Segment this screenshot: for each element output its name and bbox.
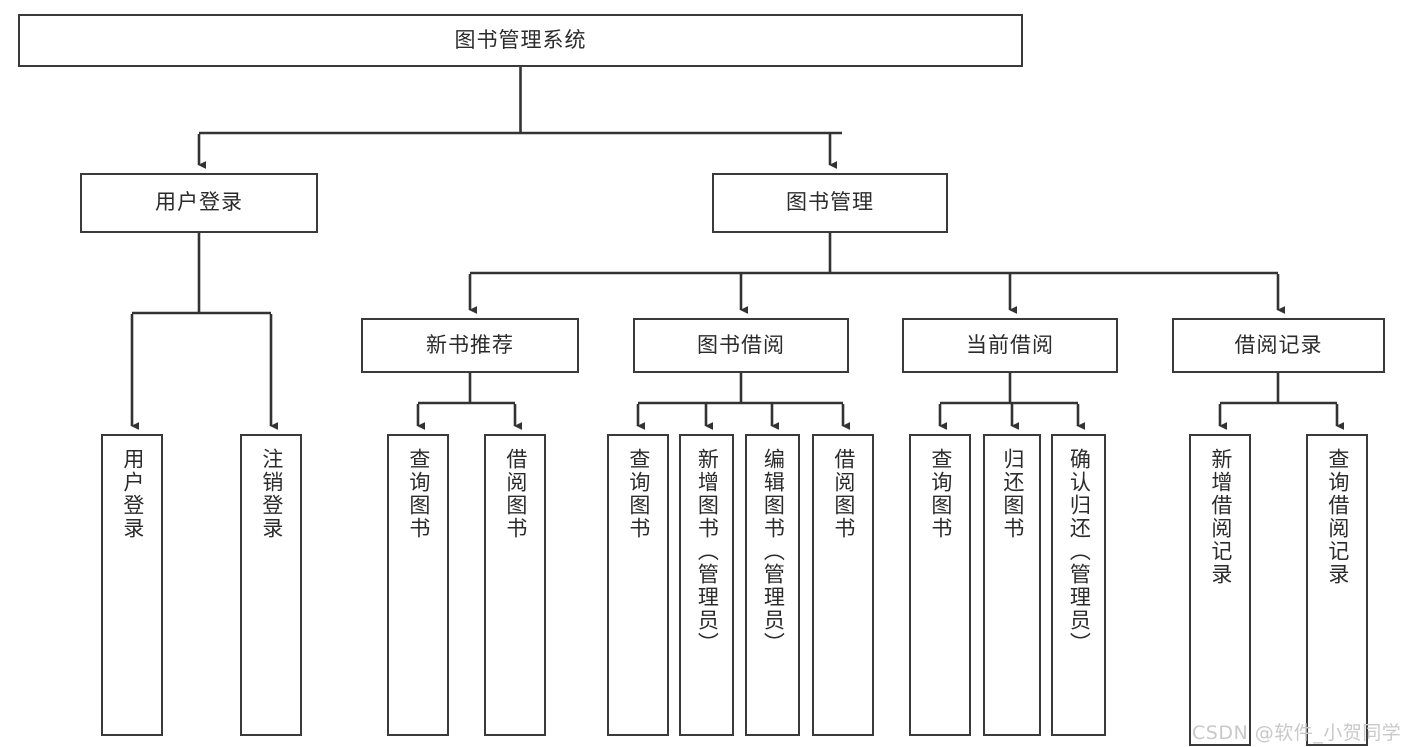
node-leaf-query-book-bw-label: 查询图书: [626, 448, 651, 540]
node-current-borrow[interactable]: 当前借阅: [902, 318, 1118, 373]
node-leaf-add-book[interactable]: 新增图书（管理员）: [679, 434, 734, 736]
node-leaf-query-book-bw[interactable]: 查询图书: [607, 434, 669, 736]
node-root[interactable]: 图书管理系统: [18, 14, 1023, 67]
node-borrow-record[interactable]: 借阅记录: [1172, 318, 1385, 373]
node-leaf-borrow-book-rec-label: 借阅图书: [503, 448, 528, 540]
node-leaf-return-book-label: 归还图书: [1000, 448, 1025, 540]
node-book-manage[interactable]: 图书管理: [712, 173, 948, 233]
node-leaf-query-book-cb-label: 查询图书: [928, 448, 953, 540]
node-leaf-confirm-return-label: 确认归还（管理员）: [1067, 448, 1092, 655]
node-leaf-query-book-rec[interactable]: 查询图书: [387, 434, 449, 736]
node-leaf-add-record-label: 新增借阅记录: [1208, 448, 1233, 586]
node-root-label: 图书管理系统: [454, 27, 587, 52]
node-leaf-query-book-rec-label: 查询图书: [406, 448, 431, 540]
node-leaf-logout[interactable]: 注销登录: [240, 434, 302, 736]
node-book-borrow[interactable]: 图书借阅: [633, 318, 849, 373]
node-book-manage-label: 图书管理: [786, 190, 874, 215]
node-leaf-query-record-label: 查询借阅记录: [1325, 448, 1350, 586]
node-leaf-logout-label: 注销登录: [259, 448, 284, 540]
node-leaf-add-record[interactable]: 新增借阅记录: [1189, 434, 1251, 746]
node-leaf-user-login-label: 用户登录: [120, 448, 145, 540]
csdn-watermark: CSDN @软件_小贺同学: [1192, 722, 1402, 744]
node-leaf-borrow-book-bw[interactable]: 借阅图书: [812, 434, 874, 736]
node-leaf-user-login[interactable]: 用户登录: [101, 434, 163, 736]
node-user-login-label: 用户登录: [155, 190, 243, 215]
node-leaf-return-book[interactable]: 归还图书: [983, 434, 1041, 736]
node-leaf-edit-book[interactable]: 编辑图书（管理员）: [745, 434, 800, 736]
node-leaf-add-book-label: 新增图书（管理员）: [695, 448, 720, 655]
node-borrow-record-label: 借阅记录: [1234, 332, 1323, 357]
node-leaf-query-book-cb[interactable]: 查询图书: [909, 434, 971, 736]
node-user-login[interactable]: 用户登录: [80, 173, 318, 233]
node-leaf-query-record[interactable]: 查询借阅记录: [1306, 434, 1368, 746]
node-new-book-recommend-label: 新书推荐: [426, 332, 514, 357]
node-leaf-confirm-return[interactable]: 确认归还（管理员）: [1051, 434, 1106, 736]
node-leaf-edit-book-label: 编辑图书（管理员）: [761, 448, 786, 655]
node-leaf-borrow-book-bw-label: 借阅图书: [831, 448, 856, 540]
node-new-book-recommend[interactable]: 新书推荐: [361, 318, 579, 373]
node-book-borrow-label: 图书借阅: [697, 332, 785, 357]
node-leaf-borrow-book-rec[interactable]: 借阅图书: [484, 434, 546, 736]
node-current-borrow-label: 当前借阅: [966, 332, 1054, 357]
